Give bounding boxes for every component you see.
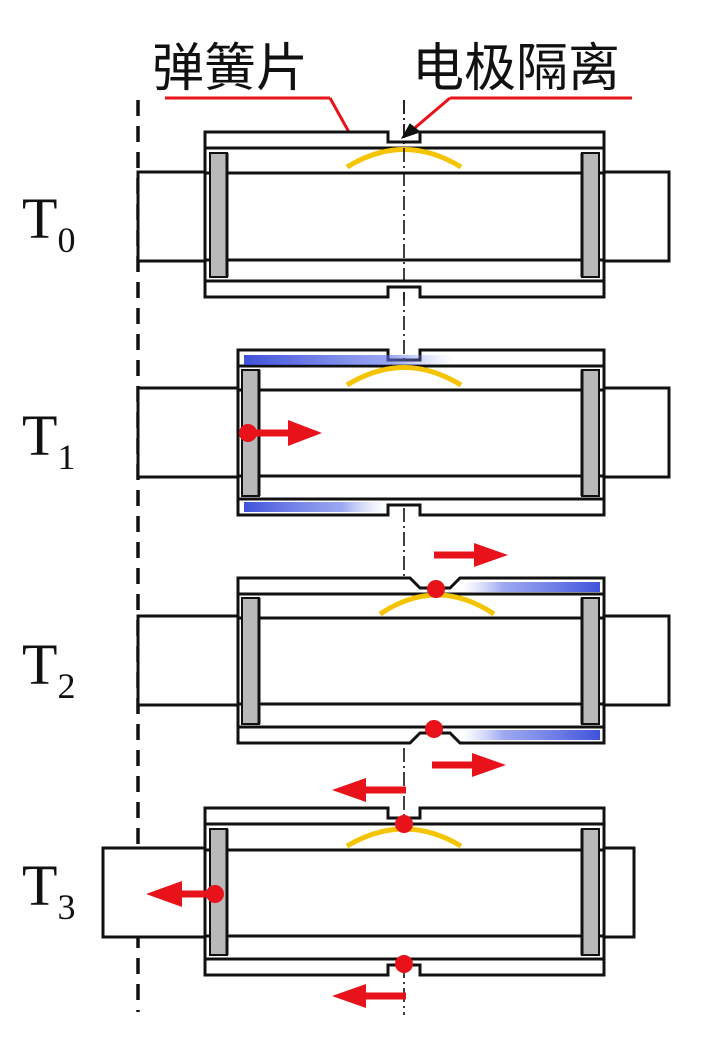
svg-text:T2: T2 [22,632,75,706]
stage-label-t0: T0 [22,186,75,260]
svg-text:T1: T1 [22,403,75,477]
stage-t2 [136,576,671,745]
stage-t0 [136,100,671,300]
stage-label-t3: T3 [22,853,75,927]
svg-text:T3: T3 [22,853,75,927]
electrode-callout [400,96,632,139]
stage-label-t2: T2 [22,632,75,706]
stage-t3 [101,806,636,977]
svg-text:T0: T0 [22,186,75,260]
stage-t1 [136,348,671,517]
spring-label: 弹簧片 [152,39,308,99]
stage-label-t1: T1 [22,403,75,477]
stage-t1-arrow [239,420,322,446]
stage-t3-arrows [146,778,413,1008]
electrode-isolation-label: 电极隔离 [412,39,620,99]
stage-t2-arrows [425,543,508,777]
